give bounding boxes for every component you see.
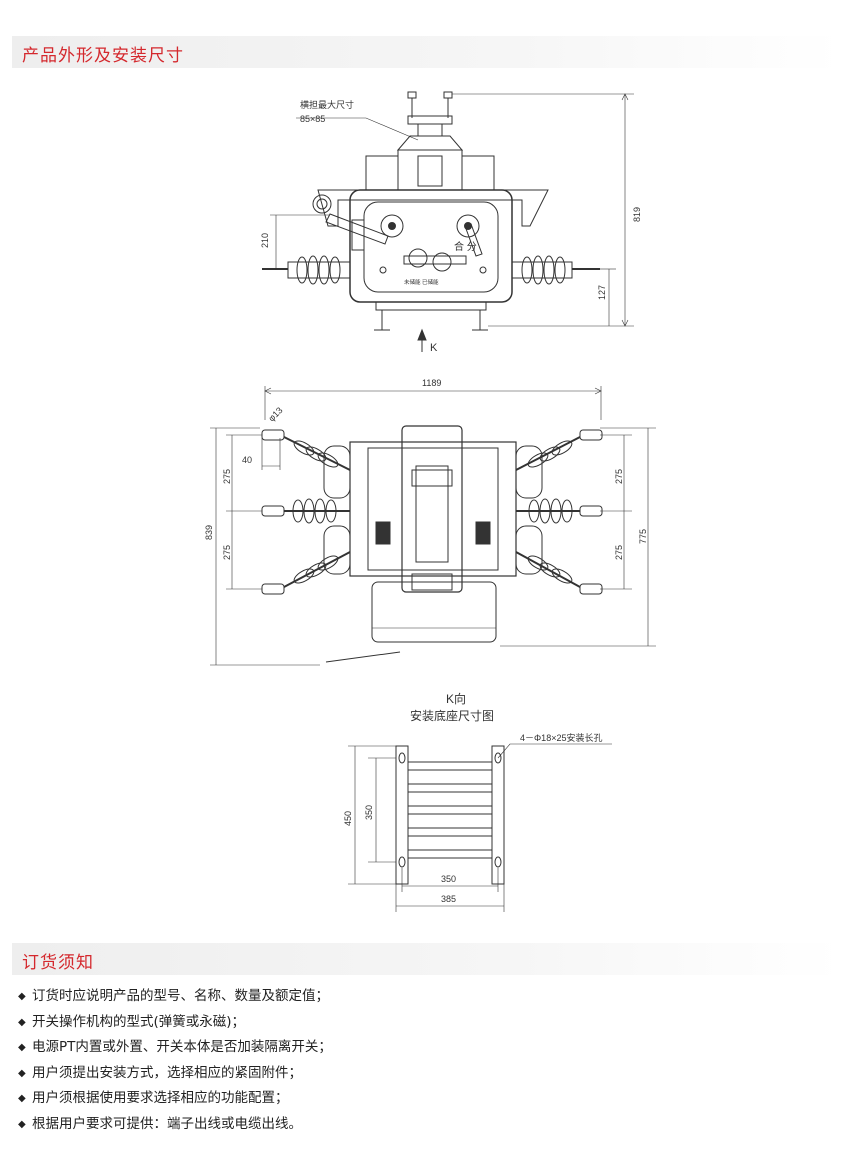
terminal-width-label: 40 bbox=[242, 455, 252, 465]
front-view bbox=[262, 91, 634, 352]
base-outer-height: 450 bbox=[343, 811, 353, 826]
front-upper-dim: 210 bbox=[260, 233, 270, 248]
list-item: ◆ 电源PT内置或外置、开关本体是否加装隔离开关； bbox=[18, 1035, 818, 1061]
base-title-line2: 安装底座尺寸图 bbox=[410, 708, 494, 723]
ordering-section-header: 订货须知 bbox=[12, 943, 842, 975]
top-view bbox=[210, 386, 656, 666]
base-hole-note: 4－Φ18×25安装长孔 bbox=[520, 732, 602, 743]
list-item: ◆ 开关操作机构的型式(弹簧或永磁)； bbox=[18, 1010, 818, 1036]
right-upper-dim: 275 bbox=[614, 469, 624, 484]
note-text: 开关操作机构的型式(弹簧或永磁)； bbox=[32, 1013, 246, 1030]
right-lower-dim: 275 bbox=[614, 545, 624, 560]
left-lower-dim: 275 bbox=[222, 545, 232, 560]
ordering-notes-list: ◆ 订货时应说明产品的型号、名称、数量及额定值； ◆ 开关操作机构的型式(弹簧或永磁… bbox=[18, 984, 818, 1138]
note-text: 用户须根据使用要求选择相应的功能配置； bbox=[32, 1090, 289, 1107]
left-total-dim: 839 bbox=[204, 525, 214, 540]
base-view bbox=[348, 743, 612, 912]
hole-label: φ13 bbox=[266, 405, 284, 423]
technical-drawing: 横担最大尺寸 85×85 819 210 127 K 合 分 未储能 已储能 1… bbox=[204, 91, 656, 912]
front-height-label: 819 bbox=[632, 207, 642, 222]
dimensions-section-header: 产品外形及安装尺寸 bbox=[12, 36, 842, 68]
base-inner-height: 350 bbox=[364, 805, 374, 820]
list-item: ◆ 用户须根据使用要求选择相应的功能配置； bbox=[18, 1086, 818, 1112]
list-item: ◆ 根据用户要求可提供：端子出线或电缆出线。 bbox=[18, 1112, 818, 1138]
list-item: ◆ 用户须提出安装方式，选择相应的紧固附件； bbox=[18, 1061, 818, 1087]
base-inner-width: 350 bbox=[441, 874, 456, 884]
crossarm-label: 横担最大尺寸 bbox=[300, 99, 354, 110]
diamond-bullet-icon: ◆ bbox=[18, 1118, 26, 1130]
right-total-dim: 775 bbox=[638, 529, 648, 544]
note-text: 订货时应说明产品的型号、名称、数量及额定值； bbox=[32, 988, 329, 1004]
front-lower-dim: 127 bbox=[597, 285, 607, 300]
note-text: 电源PT内置或外置、开关本体是否加装隔离开关； bbox=[32, 1039, 332, 1056]
list-item: ◆ 订货时应说明产品的型号、名称、数量及额定值； bbox=[18, 984, 818, 1010]
base-outer-width: 385 bbox=[441, 894, 456, 904]
crossarm-size: 85×85 bbox=[300, 114, 325, 124]
base-title-line1: K向 bbox=[446, 691, 466, 706]
diamond-bullet-icon: ◆ bbox=[18, 991, 26, 1002]
view-arrow-label: K bbox=[430, 342, 438, 354]
diamond-bullet-icon: ◆ bbox=[18, 1016, 26, 1028]
left-upper-dim: 275 bbox=[222, 469, 232, 484]
top-width-label: 1189 bbox=[422, 378, 441, 388]
panel-text: 合 分 bbox=[454, 240, 477, 253]
diamond-bullet-icon: ◆ bbox=[18, 1067, 26, 1079]
diamond-bullet-icon: ◆ bbox=[18, 1093, 26, 1105]
note-text: 根据用户要求可提供：端子出线或电缆出线。 bbox=[32, 1115, 302, 1132]
dimensions-section-title: 产品外形及安装尺寸 bbox=[22, 46, 184, 66]
diamond-bullet-icon: ◆ bbox=[18, 1042, 26, 1054]
note-text: 用户须提出安装方式，选择相应的紧固附件； bbox=[32, 1064, 302, 1081]
ordering-section-title: 订货须知 bbox=[22, 953, 94, 973]
status-text: 未储能 已储能 bbox=[404, 278, 439, 286]
